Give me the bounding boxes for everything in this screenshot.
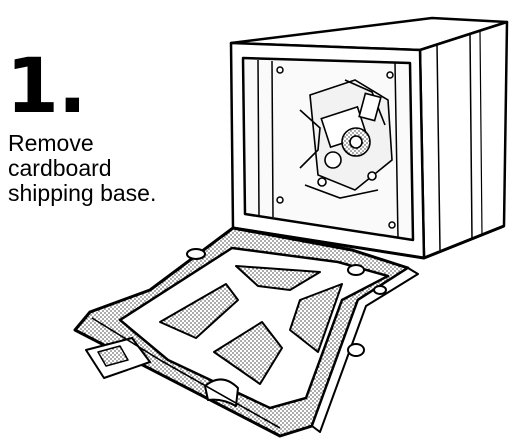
cutout-top	[235, 265, 321, 291]
cutout-bottom	[213, 321, 283, 385]
step-number: 1.	[6, 41, 87, 130]
cabinet-right-side	[418, 20, 509, 260]
instruction-line-1: Remove	[8, 130, 94, 156]
instruction-line-2: cardboard	[8, 155, 112, 181]
cutout-left	[159, 283, 239, 339]
internal-mechanism	[299, 79, 393, 199]
projector-cabinet	[229, 16, 509, 260]
shipping-base	[73, 226, 419, 438]
instruction-line-3: shipping base.	[8, 180, 157, 206]
step-instruction: Remove cardboard shipping base.	[8, 131, 156, 206]
cutout-right	[289, 283, 343, 353]
